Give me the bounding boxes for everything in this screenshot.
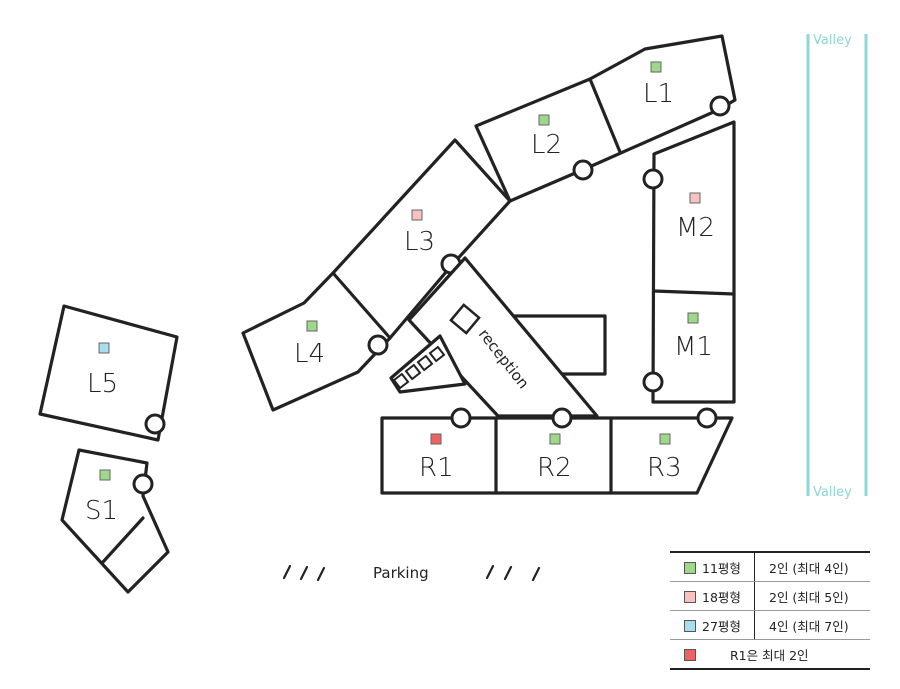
unit-m1-type-marker <box>687 312 699 324</box>
reception-building: reception <box>407 256 599 418</box>
legend-swatch-pink <box>684 590 696 603</box>
unit-r3[interactable]: R3 <box>647 407 718 483</box>
unit-l4-label: L4 <box>294 339 325 369</box>
unit-l5-entrance <box>144 413 166 435</box>
lounge-building <box>389 334 467 394</box>
table-icon <box>392 372 410 390</box>
unit-s1-type-marker <box>99 469 111 481</box>
unit-m2-label: M2 <box>676 213 715 243</box>
legend-key: 27평형 <box>702 618 741 634</box>
unit-m2-entrance <box>642 168 664 190</box>
unit-r3-entrance <box>696 407 718 429</box>
unit-l3-label: L3 <box>404 227 435 257</box>
parking-label: Parking <box>373 564 429 582</box>
unit-l1[interactable]: L1 <box>643 61 731 117</box>
unit-r2-label: R2 <box>537 453 572 483</box>
legend-key: 11평형 <box>702 560 741 576</box>
legend-key: 18평형 <box>702 589 741 605</box>
reception-desk-icon <box>449 303 481 335</box>
legend-value: 4인 (최대 7인) <box>754 610 870 640</box>
legend-row: 18평형 2인 (최대 5인) <box>670 581 870 611</box>
unit-l2[interactable]: L2 <box>531 114 594 181</box>
unit-m2-type-marker <box>689 192 701 204</box>
unit-r3-label: R3 <box>647 453 682 483</box>
unit-l4-type-marker <box>306 320 318 332</box>
unit-l1-entrance <box>709 95 731 117</box>
unit-l1-type-marker <box>650 61 662 73</box>
unit-m1-label: M1 <box>674 332 713 362</box>
legend-table: 11평형 2인 (최대 4인) 18평형 2인 (최대 5인) 27평형 4인 … <box>670 551 870 670</box>
table-icon <box>416 354 434 372</box>
unit-l2-entrance <box>572 159 594 181</box>
valley-label-bottom: Valley <box>813 485 852 500</box>
unit-l2-type-marker <box>538 114 550 126</box>
legend-note-row: R1은 최대 2인 <box>670 640 870 670</box>
unit-l5-label: L5 <box>87 369 118 399</box>
legend-row: 11평형 2인 (최대 4인) <box>670 552 870 582</box>
parking-area: Parking <box>282 564 541 582</box>
building-l3-l4 <box>241 138 512 412</box>
building-l1-l2 <box>474 34 737 203</box>
unit-r1-entrance <box>450 407 472 429</box>
unit-m1-entrance <box>642 371 664 393</box>
unit-l2-label: L2 <box>531 130 562 160</box>
unit-m2[interactable]: M2 <box>642 168 715 243</box>
unit-l5-type-marker <box>98 342 110 354</box>
unit-s1-entrance <box>132 473 154 495</box>
unit-r1[interactable]: R1 <box>419 407 472 483</box>
unit-l1-label: L1 <box>643 79 674 109</box>
unit-l4-entrance <box>367 334 389 356</box>
valley-river: Valley Valley <box>806 33 868 500</box>
unit-r2-entrance <box>551 407 573 429</box>
unit-s1[interactable]: S1 <box>60 448 170 594</box>
building-m <box>651 120 736 404</box>
legend-note: R1은 최대 2인 <box>730 647 809 663</box>
legend-value: 2인 (최대 5인) <box>754 581 870 611</box>
unit-r2[interactable]: R2 <box>537 407 573 483</box>
unit-r2-type-marker <box>549 433 561 445</box>
table-icon <box>428 345 446 363</box>
legend-value: 2인 (최대 4인) <box>754 552 870 582</box>
table-icon <box>404 363 422 381</box>
unit-l5[interactable]: L5 <box>38 304 179 442</box>
legend-row: 27평형 4인 (최대 7인) <box>670 610 870 640</box>
unit-s1-label: S1 <box>85 496 118 526</box>
valley-label-top: Valley <box>813 33 852 48</box>
unit-m1[interactable]: M1 <box>642 312 713 393</box>
unit-r1-label: R1 <box>419 453 454 483</box>
unit-r3-type-marker <box>659 433 671 445</box>
legend-swatch-red <box>684 648 696 661</box>
legend-swatch-blue <box>684 619 696 632</box>
unit-l4[interactable]: L4 <box>294 320 389 369</box>
unit-l3-type-marker <box>411 209 423 221</box>
building-r-row <box>380 416 734 495</box>
unit-r1-type-marker <box>430 433 442 445</box>
legend-swatch-green <box>684 561 696 574</box>
